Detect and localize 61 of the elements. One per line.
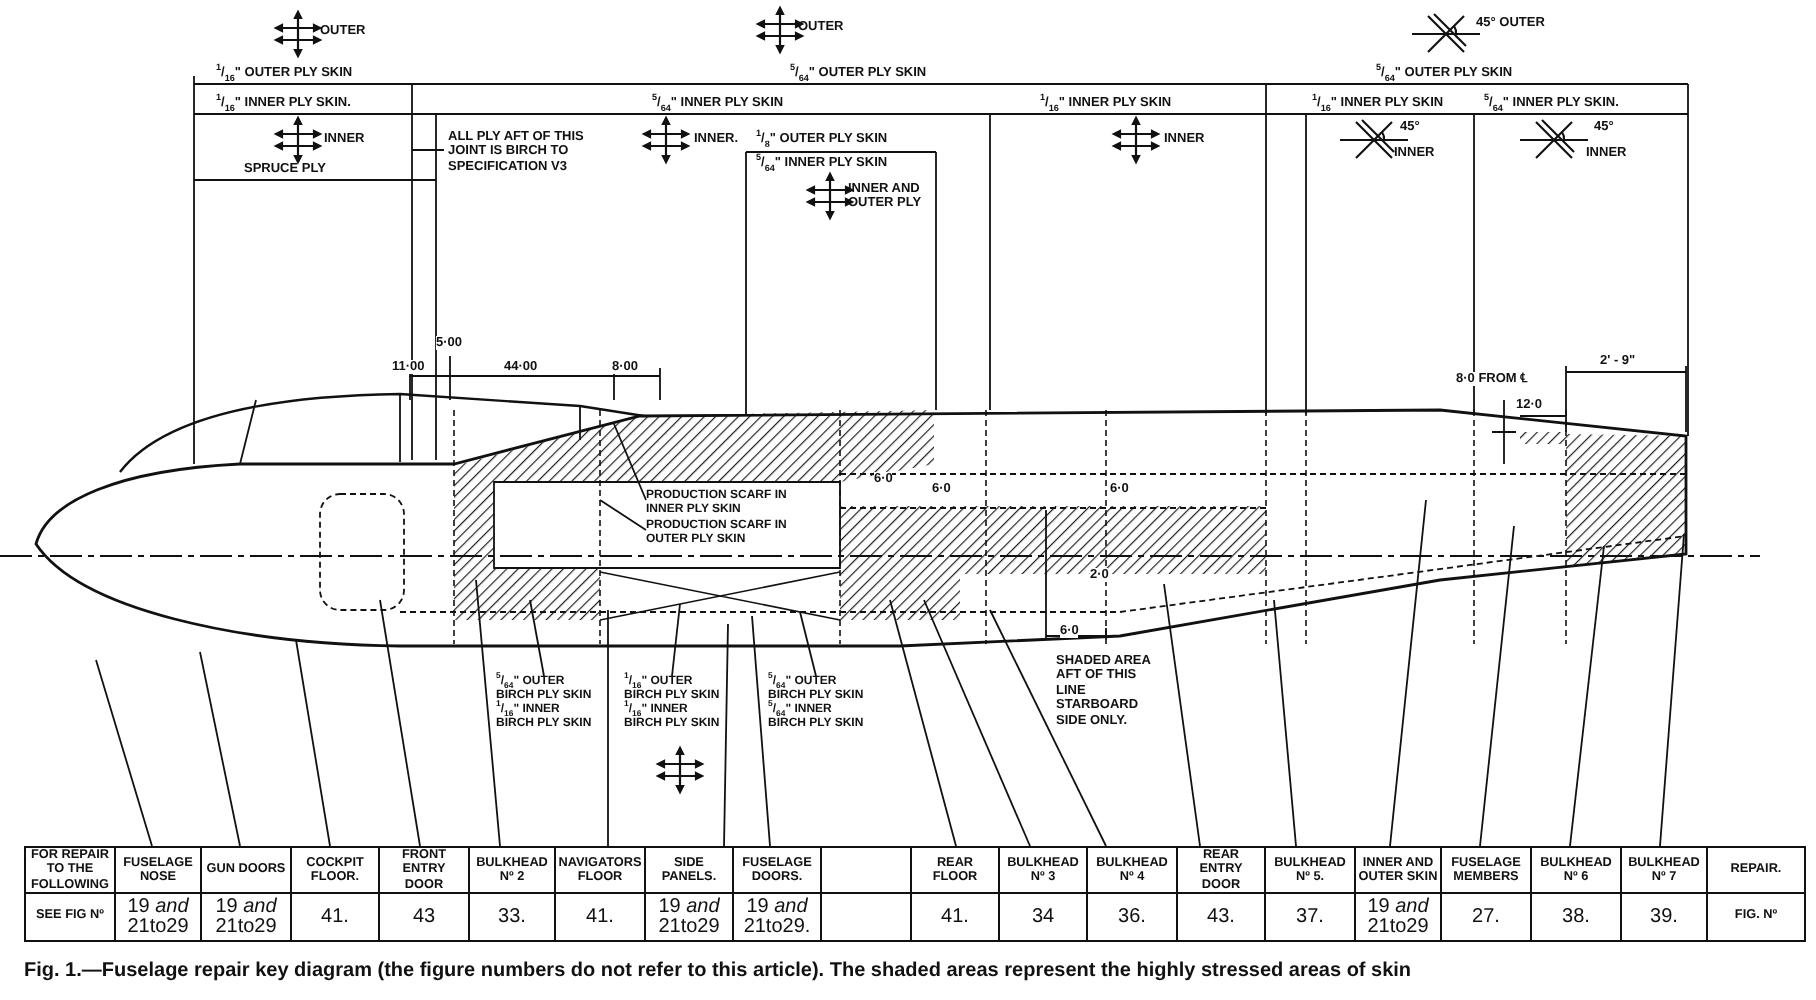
table-column [910,846,1000,942]
leader-line [751,615,771,847]
table-column [1264,846,1356,942]
leader-line [295,639,331,847]
figure-caption: Fig. 1.—Fuselage repair key diagram (the figure numbers do not refer to this article). The shaded areas represent the highly stressed areas of skin [24,960,1414,982]
leader-line [799,611,817,677]
table-column [644,846,734,942]
leader-line [95,659,153,847]
leader-line [989,609,1107,847]
table-cell-text: 19 and 21to29 [1365,897,1431,937]
table-column [378,846,470,942]
table-column [1706,846,1806,942]
leader-line [199,651,241,847]
leader-line [723,623,729,847]
leader-line [379,599,421,847]
leader-line [607,609,609,847]
empty-table-column [820,846,912,942]
table-column [468,846,556,942]
table-cell: 27. [1472,907,1500,927]
table-cell: 41. [321,907,349,927]
leader-line [1569,545,1605,847]
table-column [114,846,202,942]
leader-line [475,579,501,847]
table-column [554,846,646,942]
table-column [732,846,822,942]
table-cell-text: 19 and 21to29 [125,897,191,937]
leader-line [1273,599,1297,847]
fuselage-drawing [0,392,1761,648]
leader-line [671,603,681,677]
table-cell: 41. [941,907,969,927]
leader-line [889,599,957,847]
table-cell: 38. [1562,907,1590,927]
table-column [1440,846,1532,942]
table-column [290,846,380,942]
leader-line [1389,499,1427,847]
table-column [1354,846,1442,942]
table-cell: 34 [1031,907,1055,927]
table-cell: 37. [1296,907,1324,927]
table-cell: 43. [1207,907,1235,927]
leader-line [923,599,1031,847]
table-column [1530,846,1622,942]
table-cell-text: 19 and 21to29. [741,897,813,937]
table-column [1620,846,1708,942]
leader-line [529,599,545,677]
table-cell-text: 19 and 21to29 [213,897,279,937]
table-column [200,846,292,942]
table-cell: 36. [1118,907,1146,927]
leader-line [1479,525,1515,847]
table-cell: 41. [586,907,614,927]
table-cell-text: 19 and 21to29 [656,897,722,937]
table-cell: 43 [412,907,436,927]
leader-line [599,499,647,531]
leader-line [1659,533,1685,847]
table-column [1086,846,1178,942]
table-cell: 39. [1650,907,1678,927]
table-cell: 33. [498,907,526,927]
leader-line [613,423,647,501]
table-column [1176,846,1266,942]
table-column [24,846,116,942]
leader-line [1163,583,1201,847]
table-column [998,846,1088,942]
